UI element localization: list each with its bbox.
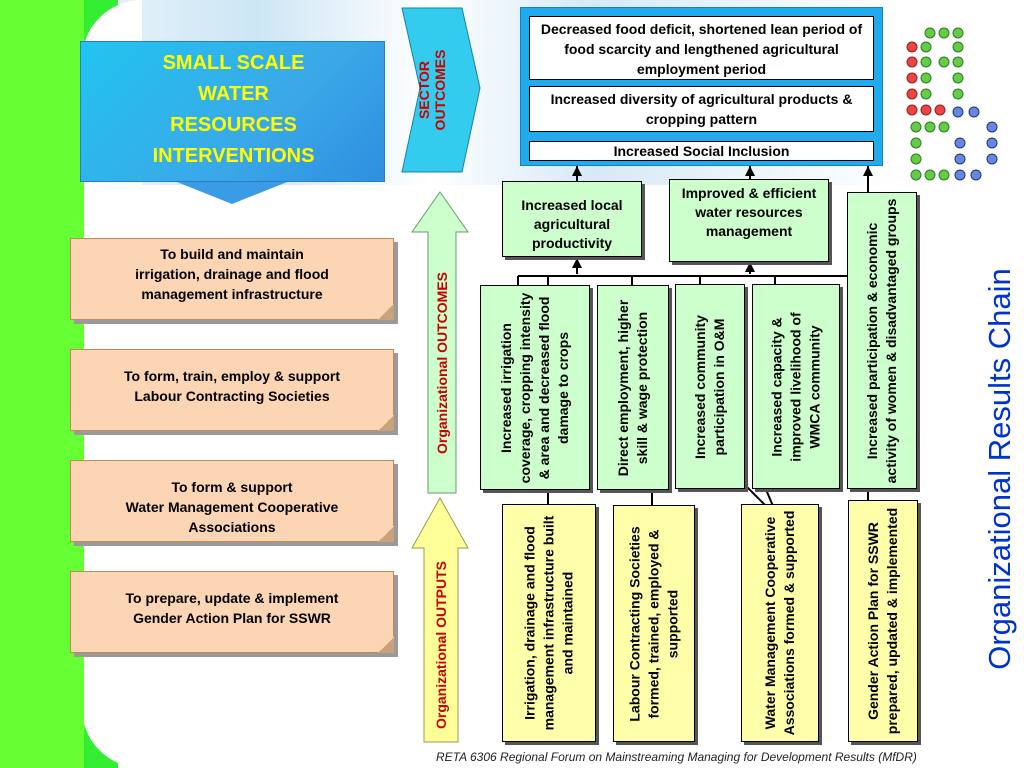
header-line: INTERVENTIONS <box>152 145 315 167</box>
org-outputs-label: Organizational OUTPUTS <box>424 548 458 742</box>
footer-text: RETA 6306 Regional Forum on Mainstreamin… <box>436 750 917 764</box>
activity-line: To form, train, employ & support <box>124 368 340 384</box>
sector-outcomes-arrow <box>401 7 481 173</box>
sector-outcomes-frame: Decreased food deficit, shortened lean p… <box>520 7 883 166</box>
participation-outcome-box: Increased participation & economic activ… <box>847 192 917 489</box>
sector-outcome-box: Decreased food deficit, shortened lean p… <box>529 16 874 80</box>
activity-box: To build and maintain irrigation, drainag… <box>70 238 394 320</box>
header-line: RESOURCES <box>170 114 297 136</box>
org-output-text: Labour Contracting Societies formed, tra… <box>626 525 681 722</box>
results-chain-title: Organizational Results Chain <box>975 195 1024 743</box>
sector-outcome-box: Increased Social Inclusion <box>529 141 874 161</box>
org-outcome-text: Increased irrigation coverage, cropping … <box>498 292 571 483</box>
activity-line: To build and maintain <box>160 246 304 262</box>
org-outcome-text: Increased capacity & improved livelihood… <box>768 311 823 462</box>
org-outputs-text: Organizational OUTPUTS <box>433 560 449 730</box>
interventions-header: SMALL SCALE WATER RESOURCES INTERVENTION… <box>80 41 385 182</box>
activity-line: management infrastructure <box>141 286 323 302</box>
org-output-text: Irrigation, drainage and flood managemen… <box>521 515 576 731</box>
org-output-box: Irrigation, drainage and flood managemen… <box>502 504 596 742</box>
org-output-text: Water Management Cooperative Association… <box>762 510 797 736</box>
sector-outcomes-word: SECTOR <box>416 60 432 120</box>
org-output-box: Water Management Cooperative Association… <box>741 504 819 742</box>
sector-outcomes-label: SECTOR OUTCOMES <box>402 8 462 172</box>
org-output-box: Gender Action Plan for SSWR prepared, up… <box>848 500 918 742</box>
participation-outcome-text: Increased participation & economic activ… <box>864 198 899 483</box>
org-output-box: Labour Contracting Societies formed, tra… <box>613 505 695 742</box>
org-outcome-box: Direct employment, higher skill & wage p… <box>597 285 669 490</box>
mdr-logo-icon <box>906 27 998 181</box>
org-outcomes-label: Organizational OUTCOMES <box>428 232 456 493</box>
sector-outcomes-word: OUTCOMES <box>432 49 448 131</box>
org-outcome-text: Increased community participation in O&M <box>692 314 727 459</box>
header-line: WATER <box>198 83 269 105</box>
activity-line: Labour Contracting Societies <box>134 388 330 404</box>
activity-line: Water Management Cooperative <box>125 499 339 515</box>
activity-line: To prepare, update & implement <box>125 590 339 606</box>
activity-line: Associations <box>188 519 276 535</box>
org-outputs-arrow <box>411 496 469 743</box>
intermediate-outcome-box: Increased local agricultural productivit… <box>502 181 642 257</box>
activity-line: irrigation, drainage and flood <box>135 266 329 282</box>
activity-line: Gender Action Plan for SSWR <box>133 610 331 626</box>
header-pointer <box>177 182 287 204</box>
org-outcome-box: Increased capacity & improved livelihood… <box>752 284 840 489</box>
org-outcome-box: Increased community participation in O&M <box>675 284 745 489</box>
results-chain-title-text: Organizational Results Chain <box>982 268 1017 670</box>
sector-outcome-box: Increased diversity of agricultural prod… <box>529 86 874 132</box>
activity-line: To form & support <box>171 479 293 495</box>
header-line: SMALL SCALE <box>162 52 305 74</box>
intermediate-outcome-box: Improved & efficient water resources man… <box>669 179 829 262</box>
org-outcomes-arrow <box>411 191 469 494</box>
org-outcome-box: Increased irrigation coverage, cropping … <box>480 285 590 490</box>
org-outcomes-text: Organizational OUTCOMES <box>434 271 450 454</box>
org-output-text: Gender Action Plan for SSWR prepared, up… <box>865 507 900 735</box>
org-outcome-text: Direct employment, higher skill & wage p… <box>615 299 650 476</box>
